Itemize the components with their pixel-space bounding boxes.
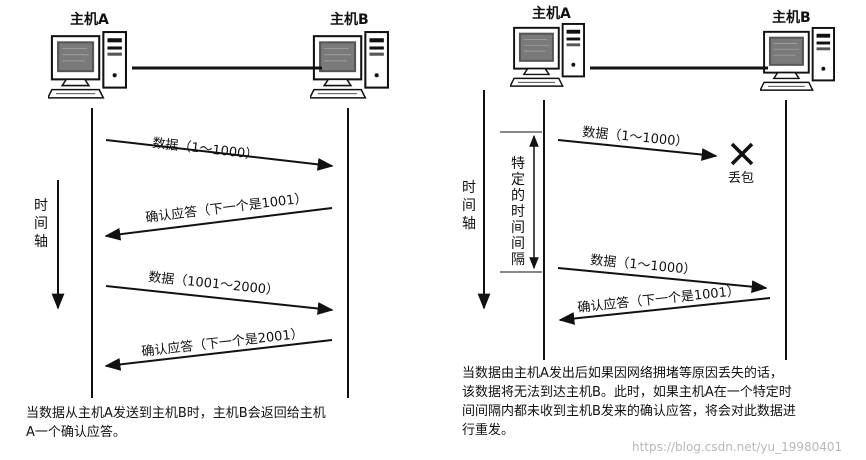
packet-lost-label: 丢包 bbox=[728, 171, 754, 186]
left-data-label-1: 数据（1～1000） bbox=[152, 136, 259, 163]
left-time-axis-char-3: 轴 bbox=[34, 234, 48, 250]
right-time-axis-char-1: 时 bbox=[462, 180, 476, 196]
left-panel: 主机A 主机B 时 间 轴 数据（1～1000） 确认应答（下一个是1001） … bbox=[34, 11, 390, 398]
right-lost-data-label: 数据（1～1000） bbox=[582, 125, 689, 150]
right-host-b-label: 主机B bbox=[772, 9, 811, 26]
right-interval-char-1: 特 bbox=[511, 156, 525, 172]
right-time-axis-char-2: 间 bbox=[462, 198, 476, 214]
right-host-b-computer-icon bbox=[760, 26, 836, 92]
right-caption-line-1: 当数据由主机A发出后如果因网络拥堵等原因丢失的话， bbox=[462, 366, 783, 381]
packet-lost-cross-icon bbox=[730, 142, 754, 166]
right-resend-data-label: 数据（1～1000） bbox=[590, 253, 697, 278]
left-ack-arrow-2 bbox=[104, 339, 333, 371]
left-caption: 当数据从主机A发送到主机B时，主机B会返回给主机 A一个确认应答。 bbox=[26, 404, 426, 442]
right-time-axis-char-3: 轴 bbox=[462, 216, 476, 232]
left-host-a-label: 主机A bbox=[70, 11, 109, 28]
left-host-b-label: 主机B bbox=[330, 11, 369, 28]
watermark-text: https://blog.csdn.net/yu_19980401 bbox=[632, 440, 843, 454]
right-host-a-label: 主机A bbox=[532, 5, 571, 22]
right-interval-char-3: 的 bbox=[511, 188, 525, 204]
right-ack-label: 确认应答（下一个是1001） bbox=[577, 283, 741, 316]
left-caption-line-1: 当数据从主机A发送到主机B时，主机B会返回给主机 bbox=[26, 406, 326, 421]
right-interval-char-2: 定 bbox=[511, 172, 525, 188]
left-caption-line-2: A一个确认应答。 bbox=[26, 425, 126, 440]
right-interval-char-6: 间 bbox=[511, 236, 525, 252]
right-caption-line-4: 行重发。 bbox=[462, 423, 515, 438]
left-data-arrow-1 bbox=[105, 139, 334, 171]
right-ack-arrow bbox=[558, 297, 771, 325]
right-lost-data-arrow bbox=[557, 139, 718, 161]
left-data-arrow-2 bbox=[105, 285, 334, 315]
right-caption-line-3: 间间隔内都未收到主机B发来的确认应答，将会对此数据进 bbox=[462, 404, 796, 419]
right-interval-char-4: 时 bbox=[511, 204, 525, 220]
right-caption-line-2: 该数据将无法到达主机B。此时，如果主机A在一个特定时 bbox=[462, 385, 792, 400]
left-time-axis-char-2: 间 bbox=[34, 216, 48, 232]
left-data-label-2: 数据（1001～2000） bbox=[148, 270, 280, 299]
left-host-b-computer-icon bbox=[310, 30, 390, 99]
left-ack-arrow-1 bbox=[104, 207, 333, 241]
right-interval-char-5: 间 bbox=[511, 220, 525, 236]
right-interval-char-7: 隔 bbox=[511, 252, 525, 268]
right-host-a-computer-icon bbox=[510, 22, 586, 88]
left-host-a-computer-icon bbox=[48, 30, 128, 99]
left-ack-label-2: 确认应答（下一个是2001） bbox=[141, 326, 305, 360]
right-resend-data-arrow bbox=[557, 267, 768, 293]
right-caption: 当数据由主机A发出后如果因网络拥堵等原因丢失的话， 该数据将无法到达主机B。此时… bbox=[462, 364, 862, 440]
right-panel: 主机A 主机B 时 间 轴 特 定 的 时 间 间 隔 数据（1～1000） 丢… bbox=[462, 5, 836, 360]
left-time-axis-char-1: 时 bbox=[34, 198, 48, 214]
